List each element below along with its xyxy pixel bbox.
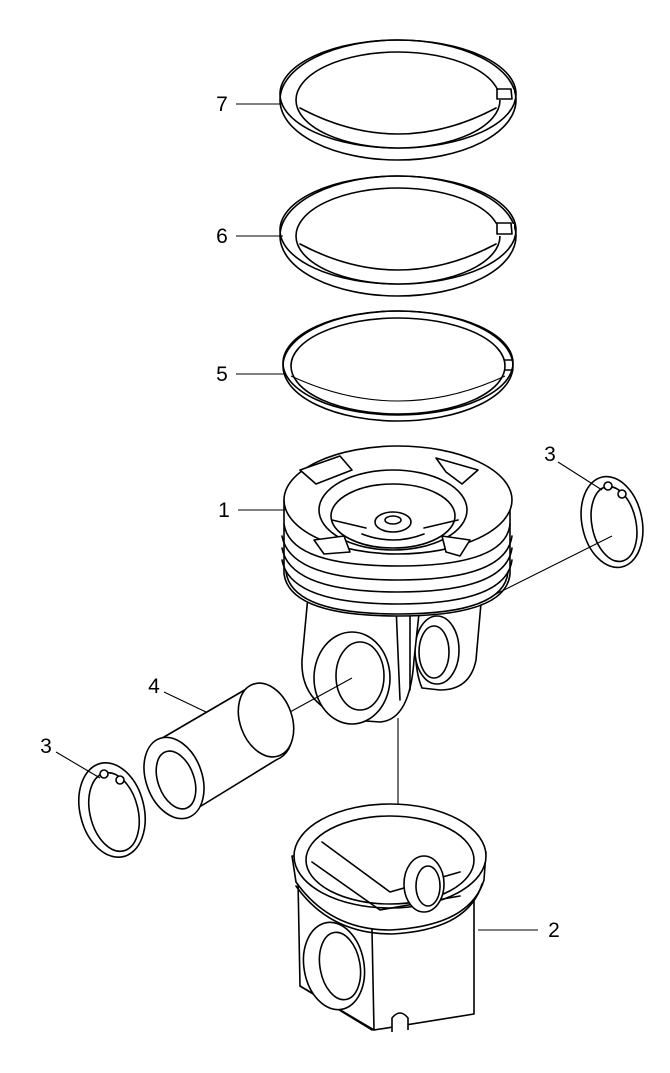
pin-sleeve-4: [143, 677, 353, 820]
callout-3-right: 3: [544, 443, 556, 466]
leader-3-right: [557, 461, 603, 491]
callout-5: 5: [216, 363, 228, 386]
callout-6: 6: [216, 225, 228, 248]
callout-3-left: 3: [40, 735, 52, 758]
callout-2: 2: [548, 919, 560, 942]
leader-4: [163, 691, 207, 713]
retaining-ring-3-left: [78, 761, 146, 859]
split-ring-7: [279, 39, 517, 161]
retaining-ring-3-right: [495, 475, 644, 595]
housing-cup-2: [291, 803, 487, 1032]
callout-7: 7: [216, 93, 228, 116]
split-ring-6: [279, 175, 517, 297]
gasket-ring-5: [282, 310, 514, 422]
leader-3-left: [55, 751, 101, 779]
fitting-body-1: [281, 445, 513, 860]
leader-lines: [55, 103, 603, 931]
callout-1: 1: [218, 499, 230, 522]
callout-4: 4: [148, 675, 160, 698]
